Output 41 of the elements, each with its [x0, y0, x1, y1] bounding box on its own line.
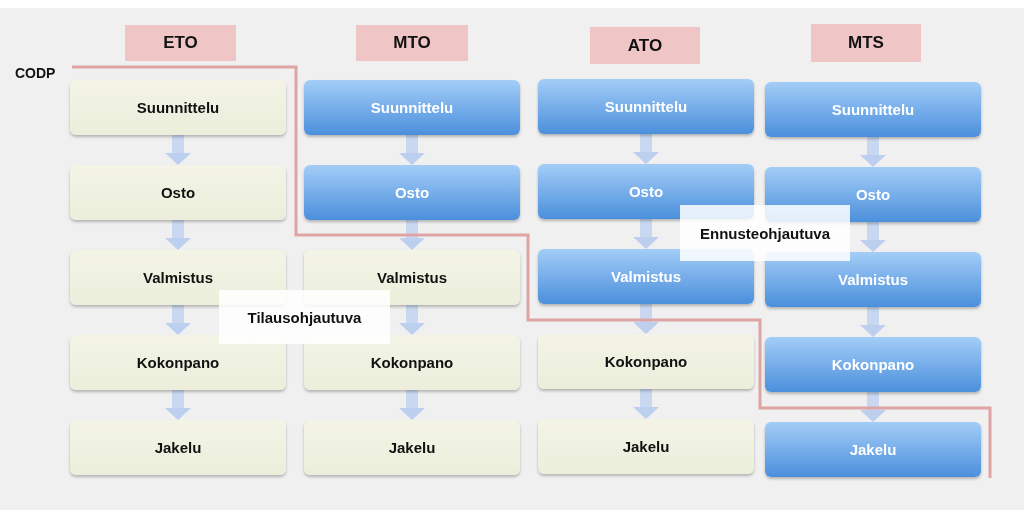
- down-arrow: [399, 135, 425, 165]
- process-box: Valmistus: [765, 252, 981, 307]
- process-box: Kokonpano: [70, 335, 286, 390]
- down-arrow: [860, 137, 886, 167]
- down-arrow: [633, 134, 659, 164]
- region-label-box: Tilausohjautuva: [219, 290, 390, 344]
- down-arrow: [860, 222, 886, 252]
- down-arrow: [860, 392, 886, 422]
- down-arrow: [860, 307, 886, 337]
- down-arrow: [165, 390, 191, 420]
- column-header: ETO: [125, 25, 236, 61]
- column-header: MTS: [811, 24, 921, 62]
- process-box: Suunnittelu: [304, 80, 520, 135]
- region-label-box: Ennusteohjautuva: [680, 205, 850, 261]
- down-arrow: [399, 220, 425, 250]
- down-arrow: [399, 390, 425, 420]
- process-box: Osto: [538, 164, 754, 219]
- process-box: Kokonpano: [304, 335, 520, 390]
- process-box: Valmistus: [70, 250, 286, 305]
- down-arrow: [165, 305, 191, 335]
- codp-label: CODP: [15, 65, 56, 81]
- down-arrow: [633, 304, 659, 334]
- down-arrow: [633, 389, 659, 419]
- process-box: Jakelu: [70, 420, 286, 475]
- column-header: MTO: [356, 25, 468, 61]
- column-header: ATO: [590, 27, 700, 64]
- process-box: Kokonpano: [538, 334, 754, 389]
- down-arrow: [165, 220, 191, 250]
- process-box: Suunnittelu: [765, 82, 981, 137]
- process-box: Suunnittelu: [538, 79, 754, 134]
- process-box: Kokonpano: [765, 337, 981, 392]
- process-box: Valmistus: [538, 249, 754, 304]
- down-arrow: [399, 305, 425, 335]
- down-arrow: [633, 219, 659, 249]
- process-box: Osto: [70, 165, 286, 220]
- process-box: Jakelu: [304, 420, 520, 475]
- process-box: Jakelu: [538, 419, 754, 474]
- process-box: Osto: [304, 165, 520, 220]
- down-arrow: [165, 135, 191, 165]
- process-box: Suunnittelu: [70, 80, 286, 135]
- process-box: Jakelu: [765, 422, 981, 477]
